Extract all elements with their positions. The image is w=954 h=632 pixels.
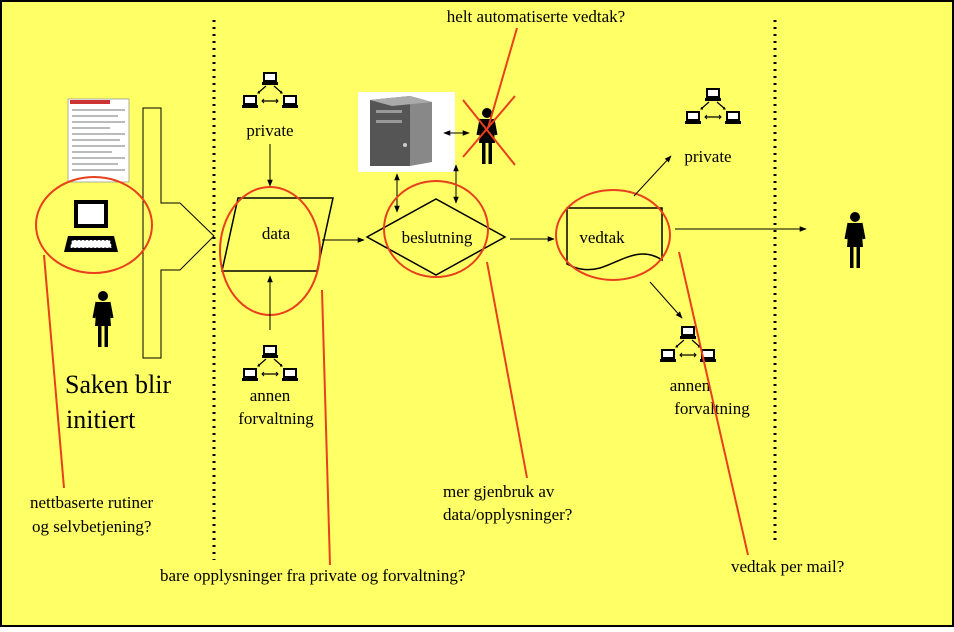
beslutning-diamond: [365, 198, 507, 276]
gjenbruk-label-2: data/opplysninger?: [443, 505, 572, 524]
nett-label-2: og selvbetjening?: [32, 517, 151, 536]
paper-form-icon: [67, 98, 130, 183]
private-out-label: private: [684, 147, 731, 166]
initiation-arrow: [142, 107, 215, 359]
vedtak-label: vedtak: [579, 228, 625, 247]
annen-out-label-1: annen: [670, 376, 711, 395]
beslutning-highlight-ellipse: [383, 180, 489, 278]
laptop-highlight-ellipse: [35, 176, 153, 274]
beslutning-label: beslutning: [402, 228, 473, 247]
nett-pointer: [43, 254, 65, 489]
laptop-icon: [64, 200, 118, 252]
mail-label: vedtak per mail?: [731, 557, 844, 576]
server-icon: [358, 92, 455, 172]
vedtak-highlight-ellipse: [555, 189, 671, 281]
data-label: data: [262, 224, 291, 243]
vedtak-to-annen-arrow: [649, 281, 683, 319]
top-question-pointer: [487, 27, 518, 129]
annen-in-label-1: annen: [250, 386, 291, 405]
mail-pointer: [678, 251, 749, 556]
gjenbruk-label-1: mer gjenbruk av: [443, 482, 555, 501]
bare-pointer: [321, 289, 331, 566]
private-in-label: private: [246, 121, 293, 140]
annen-out-label-2: forvaltning: [674, 399, 750, 418]
vedtak-to-private-arrow: [633, 155, 672, 197]
bare-label: bare opplysninger fra private og forvalt…: [160, 566, 465, 585]
saken-line-2: initiert: [66, 405, 136, 434]
top-question-label: helt automatiserte vedtak?: [447, 7, 625, 26]
nett-label-1: nettbaserte rutiner: [30, 493, 154, 512]
gjenbruk-pointer: [486, 261, 528, 479]
cross-line-1: [462, 99, 516, 166]
annen-in-label-2: forvaltning: [238, 409, 314, 428]
saken-line-1: Saken blir: [65, 370, 171, 399]
